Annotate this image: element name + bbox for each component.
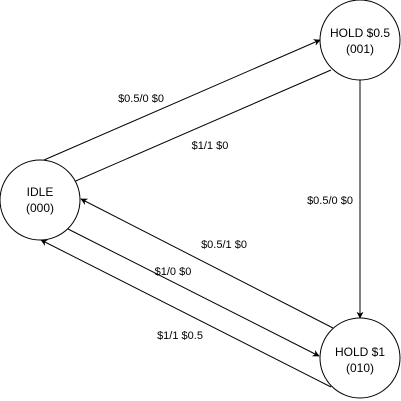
edge-label-hold05-to-idle: $1/1 $0 (192, 140, 229, 152)
edge-label-hold1-to-idle-a: $0.5/1 $0 (201, 239, 247, 251)
state-idle-name: IDLE (27, 185, 54, 199)
edge-idle-to-hold05 (43, 39, 321, 161)
edge-label-idle-to-hold1: $1/0 $0 (155, 266, 192, 278)
state-hold1-circle (319, 317, 401, 399)
state-hold05-name: HOLD $0.5 (330, 26, 390, 40)
state-hold05-circle (319, 0, 401, 81)
state-hold05-code: (001) (346, 42, 374, 56)
state-hold1-name: HOLD $1 (335, 345, 385, 359)
state-idle-circle (0, 159, 81, 241)
edge-label-hold1-to-idle-b: $1/1 $0.5 (157, 330, 203, 342)
edge-idle-to-hold1 (67, 228, 320, 357)
state-hold1[interactable]: HOLD $1 (010) (319, 317, 401, 399)
edge-hold05-to-idle (54, 69, 332, 191)
edge-hold1-to-idle-a (80, 198, 334, 329)
edge-hold1-to-idle-b (40, 239, 332, 388)
state-hold05[interactable]: HOLD $0.5 (001) (319, 0, 401, 81)
edge-label-idle-to-hold05: $0.5/0 $0 (118, 93, 164, 105)
state-idle-code: (000) (26, 201, 54, 215)
state-hold1-code: (010) (346, 361, 374, 375)
state-idle[interactable]: IDLE (000) (0, 159, 81, 241)
edge-label-hold05-to-hold1: $0.5/0 $0 (307, 195, 353, 207)
